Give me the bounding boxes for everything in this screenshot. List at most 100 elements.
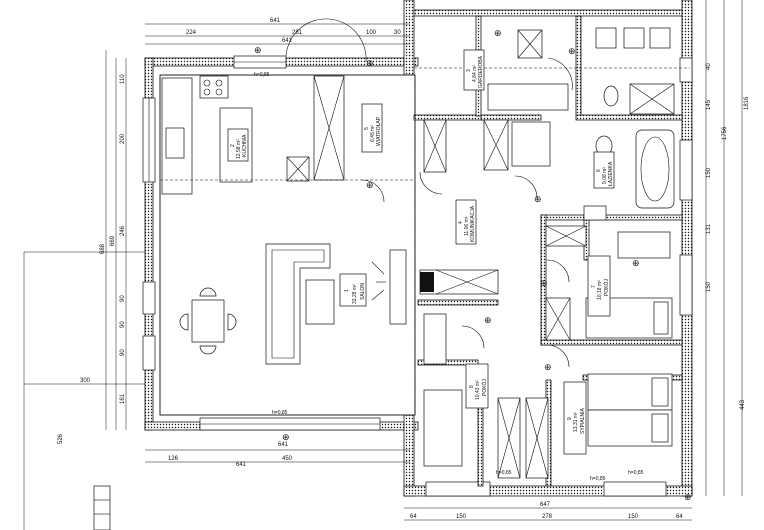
svg-text:SALON: SALON [360, 283, 366, 300]
right-furniture [419, 27, 675, 479]
toilet-icon [603, 85, 619, 107]
svg-text:POKÓJ: POKÓJ [603, 279, 610, 296]
sofa-icon [265, 243, 331, 365]
svg-text:4,84 m²: 4,84 m² [472, 65, 478, 82]
sill-labels: h=0,85 h=0,85 h=0,85 h=0,85 h=0,85 [254, 72, 644, 482]
svg-text:⊕: ⊕ [534, 194, 542, 204]
dim-bottom-left-0: 641 [278, 442, 289, 448]
vertical-dimension-labels: 1816 1756 40 145 150 131 150 443 110 200… [58, 63, 750, 444]
dim-top-1: 224 [186, 30, 197, 36]
desk [617, 231, 671, 259]
svg-text:⊕: ⊕ [366, 58, 374, 68]
dim-left-0: 110 [120, 74, 126, 84]
dim-left-3: 90 [120, 295, 126, 302]
dining-table [191, 299, 225, 343]
svg-text:ŁAZIENKA: ŁAZIENKA [608, 161, 614, 186]
svg-text:11,06 m²: 11,06 m² [464, 216, 470, 236]
dim-misc-300: 300 [80, 378, 91, 384]
dim-right-inner-2: 150 [706, 167, 712, 178]
dim-bottom-right-0: 647 [540, 502, 551, 508]
dim-right-inner-5: 443 [740, 399, 746, 410]
svg-text:KOMUNIKACJA: KOMUNIKACJA [470, 205, 476, 242]
dim-left-11: 688 [100, 243, 106, 254]
coffee-table [305, 279, 335, 325]
svg-text:⊕: ⊕ [282, 432, 290, 442]
dimension-labels: 641 224 281 100 30 641 641 126 450 641 6… [80, 18, 683, 520]
svg-text:SYPIALNIA: SYPIALNIA [580, 407, 586, 434]
room-label-pokoj-8: 8 10,43 m² POKÓJ [465, 363, 489, 409]
dim-bottom-left-3: 641 [236, 462, 247, 468]
svg-text:6: 6 [596, 169, 602, 172]
dim-bottom-right-5: 64 [676, 514, 683, 520]
svg-text:6,45 m²: 6,45 m² [370, 125, 376, 142]
svg-text:12,58 m²: 12,58 m² [236, 139, 242, 159]
symbol-markers: ⊕ ⊕ ⊕ ⊕ ⊕ ⊕ ⊕ ⊕ ⊕ ⊕ ⊕ ⊕ [254, 28, 692, 502]
kitchen-furniture [161, 75, 345, 195]
wardrobe-bench [487, 83, 569, 111]
dim-top-3: 100 [366, 30, 377, 36]
svg-text:9: 9 [567, 417, 573, 420]
svg-text:⊕: ⊕ [632, 258, 640, 268]
dim-top-2: 281 [292, 30, 303, 36]
svg-text:3: 3 [466, 69, 472, 72]
dim-left-1: 200 [120, 133, 126, 144]
hidden-lines [160, 67, 690, 415]
svg-text:9,08 m²: 9,08 m² [602, 167, 608, 184]
svg-text:⊕: ⊕ [494, 28, 502, 38]
svg-text:5: 5 [364, 127, 370, 130]
room-label-garderoba: 3 4,84 m² GARDEROBA [463, 49, 485, 91]
dim-left-4: 90 [120, 321, 126, 328]
dimension-lines [23, 0, 743, 530]
legend-box [93, 485, 111, 530]
dim-right-inner-1: 145 [706, 99, 712, 110]
svg-text:h=0,85: h=0,85 [254, 72, 270, 78]
svg-text:⊕: ⊕ [544, 362, 552, 372]
dim-left-6: 161 [120, 393, 126, 404]
dim-top-5: 641 [282, 38, 293, 44]
svg-text:h=0,85: h=0,85 [496, 470, 512, 476]
stove-icon [199, 75, 229, 99]
dim-bottom-right-4: 150 [628, 514, 639, 520]
svg-text:2: 2 [230, 144, 236, 147]
dim-right-inner-0: 40 [706, 63, 712, 70]
room-label-kuchnia: 2 12,58 m² KUCHNIA [227, 128, 249, 162]
svg-text:⊕: ⊕ [568, 46, 576, 56]
svg-text:GARDEROBA: GARDEROBA [478, 55, 484, 88]
dim-left-8: 669 [110, 235, 116, 246]
living-furniture [179, 243, 407, 365]
dim-bottom-right-2: 150 [456, 514, 467, 520]
dim-bottom-left-2: 450 [282, 456, 293, 462]
dim-left-9: 526 [58, 433, 64, 444]
bathtub-icon [635, 129, 675, 209]
svg-text:h=0,85: h=0,85 [272, 410, 288, 416]
room-label-komunikacja: 4 11,06 m² KOMUNIKACJA [455, 199, 477, 245]
room-label-salon: 1 33,28 m² SALON [339, 273, 367, 307]
svg-text:7: 7 [591, 285, 597, 288]
dim-right-inner-3: 131 [706, 223, 712, 234]
dim-right-inner-4: 150 [706, 281, 712, 292]
svg-text:h=0,85: h=0,85 [590, 476, 606, 482]
dim-top-overall: 641 [270, 18, 281, 24]
svg-text:h=0,85: h=0,85 [628, 470, 644, 476]
dim-bottom-right-3: 278 [542, 514, 553, 520]
svg-text:10,18 m²: 10,18 m² [597, 280, 603, 300]
svg-text:⊕: ⊕ [540, 278, 548, 288]
svg-text:KUCHNIA: KUCHNIA [242, 134, 248, 157]
svg-text:WIATROŁAP: WIATROŁAP [376, 116, 382, 146]
dim-bottom-right-1: 64 [410, 514, 417, 520]
svg-text:8: 8 [469, 385, 475, 388]
dim-right-outer-1: 1756 [722, 126, 728, 140]
svg-text:⊕: ⊕ [484, 315, 492, 325]
room-label-sypialnia: 9 13,31 m² SYPIALNIA [563, 381, 587, 455]
svg-text:13,31 m²: 13,31 m² [573, 412, 579, 432]
svg-text:⊕: ⊕ [366, 180, 374, 190]
sink-icon [165, 127, 185, 159]
windows [142, 55, 693, 497]
dim-left-5: 90 [120, 349, 126, 356]
room-label-pokoj-7: 7 10,18 m² POKÓJ [587, 255, 611, 317]
svg-text:33,28 m²: 33,28 m² [352, 284, 358, 304]
svg-text:⊕: ⊕ [254, 45, 262, 55]
svg-text:1: 1 [344, 289, 350, 292]
svg-text:4: 4 [458, 221, 464, 224]
